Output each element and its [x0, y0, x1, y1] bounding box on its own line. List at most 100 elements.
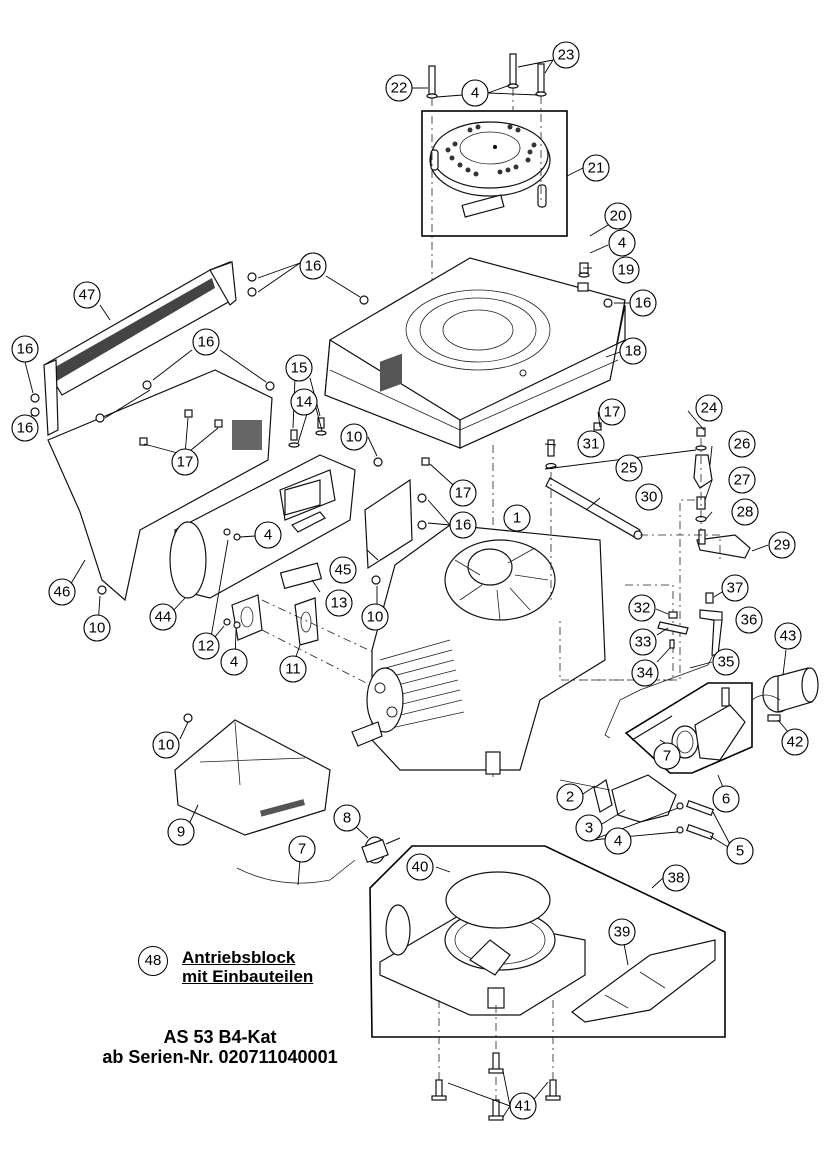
- callout-42: 42: [781, 728, 809, 756]
- callout-16: 16: [192, 328, 220, 356]
- svg-text:7: 7: [663, 748, 671, 765]
- callout-10: 10: [340, 423, 368, 451]
- svg-text:45: 45: [335, 562, 352, 579]
- choke-parts: [657, 611, 689, 649]
- svg-text:27: 27: [734, 472, 751, 489]
- svg-text:10: 10: [367, 609, 384, 626]
- svg-text:1: 1: [513, 510, 521, 527]
- svg-text:4: 4: [264, 527, 272, 544]
- callout-11: 11: [279, 655, 307, 683]
- svg-text:46: 46: [54, 584, 71, 601]
- svg-text:4: 4: [471, 85, 479, 102]
- intake-sleeve: [751, 667, 819, 722]
- callout-17: 17: [449, 479, 477, 507]
- svg-text:22: 22: [391, 80, 408, 97]
- callout-3: 3: [575, 814, 603, 842]
- svg-text:7: 7: [298, 841, 306, 858]
- callout-12: 12: [192, 632, 220, 660]
- svg-text:19: 19: [618, 262, 635, 279]
- base-bolts: [431, 1000, 561, 1121]
- svg-text:11: 11: [285, 661, 301, 678]
- callout-4: 4: [220, 648, 248, 676]
- svg-text:39: 39: [614, 924, 631, 941]
- svg-text:16: 16: [17, 341, 34, 358]
- callout-21: 21: [582, 154, 610, 182]
- callout-32: 32: [628, 594, 656, 622]
- svg-text:37: 37: [727, 580, 744, 597]
- svg-text:16: 16: [17, 420, 34, 437]
- svg-text:14: 14: [296, 394, 313, 411]
- engine-block: [351, 524, 606, 775]
- callout-4: 4: [461, 79, 489, 107]
- callout-41: 41: [509, 1092, 537, 1120]
- carburetor-group-box: [624, 682, 753, 774]
- callout-48: 48: [138, 946, 168, 976]
- callout-10: 10: [83, 614, 111, 642]
- callout-10: 10: [361, 603, 389, 631]
- svg-text:10: 10: [346, 429, 363, 446]
- assembly-title-line1: Antriebsblock: [182, 948, 296, 967]
- svg-text:42: 42: [787, 734, 804, 751]
- callout-5: 5: [726, 837, 754, 865]
- choke-group-box: [580, 584, 674, 681]
- svg-text:32: 32: [634, 600, 651, 617]
- callout-25: 25: [615, 454, 643, 482]
- svg-text:25: 25: [621, 460, 638, 477]
- svg-text:24: 24: [701, 400, 718, 417]
- callout-16: 16: [299, 252, 327, 280]
- svg-text:4: 4: [230, 654, 238, 671]
- misc-fasteners: [30, 262, 613, 723]
- svg-text:21: 21: [588, 160, 605, 177]
- callout-40: 40: [406, 853, 434, 881]
- serial-number: ab Serien-Nr. 020711040001: [102, 1047, 338, 1067]
- callout-43: 43: [774, 622, 802, 650]
- callout-28: 28: [731, 498, 759, 526]
- svg-text:4: 4: [618, 235, 626, 252]
- callout-30: 30: [635, 483, 663, 511]
- svg-text:35: 35: [718, 654, 735, 671]
- callout-20: 20: [604, 202, 632, 230]
- svg-text:29: 29: [774, 537, 791, 554]
- callout-24: 24: [695, 394, 723, 422]
- svg-text:33: 33: [635, 634, 652, 651]
- callout-4: 4: [604, 827, 632, 855]
- svg-text:13: 13: [331, 595, 348, 612]
- callout-39: 39: [608, 918, 636, 946]
- callout-27: 27: [728, 466, 756, 494]
- svg-text:40: 40: [412, 859, 429, 876]
- svg-text:20: 20: [610, 208, 627, 225]
- callout-6: 6: [712, 785, 740, 813]
- throttle-bracket: [604, 592, 723, 739]
- svg-text:17: 17: [604, 404, 621, 421]
- callout-2: 2: [556, 783, 584, 811]
- svg-text:17: 17: [455, 485, 472, 502]
- svg-text:18: 18: [625, 343, 642, 360]
- svg-text:23: 23: [558, 47, 575, 64]
- svg-text:5: 5: [736, 843, 744, 860]
- callout-17: 17: [171, 448, 199, 476]
- callout-36: 36: [735, 606, 763, 634]
- exhaust-gasket: [231, 594, 391, 691]
- fuel-filter: [236, 836, 401, 884]
- callout-14: 14: [290, 388, 318, 416]
- callout-16: 16: [11, 335, 39, 363]
- callout-9: 9: [167, 818, 195, 846]
- model-name: AS 53 B4-Kat: [163, 1027, 277, 1047]
- svg-text:15: 15: [291, 360, 308, 377]
- svg-text:31: 31: [583, 436, 600, 453]
- callout-44: 44: [149, 603, 177, 631]
- callout-37: 37: [721, 574, 749, 602]
- callout-34: 34: [631, 659, 659, 687]
- assembly-title-line2: mit Einbauteilen: [182, 967, 314, 986]
- svg-text:10: 10: [89, 620, 106, 637]
- callout-4: 4: [254, 521, 282, 549]
- svg-text:17: 17: [177, 454, 194, 471]
- svg-text:6: 6: [722, 791, 730, 808]
- callout-31: 31: [577, 430, 605, 458]
- callout-47: 47: [73, 281, 101, 309]
- callout-7: 7: [653, 742, 681, 770]
- svg-text:12: 12: [198, 638, 215, 655]
- intake-manifold: [559, 774, 715, 841]
- svg-text:3: 3: [585, 820, 593, 837]
